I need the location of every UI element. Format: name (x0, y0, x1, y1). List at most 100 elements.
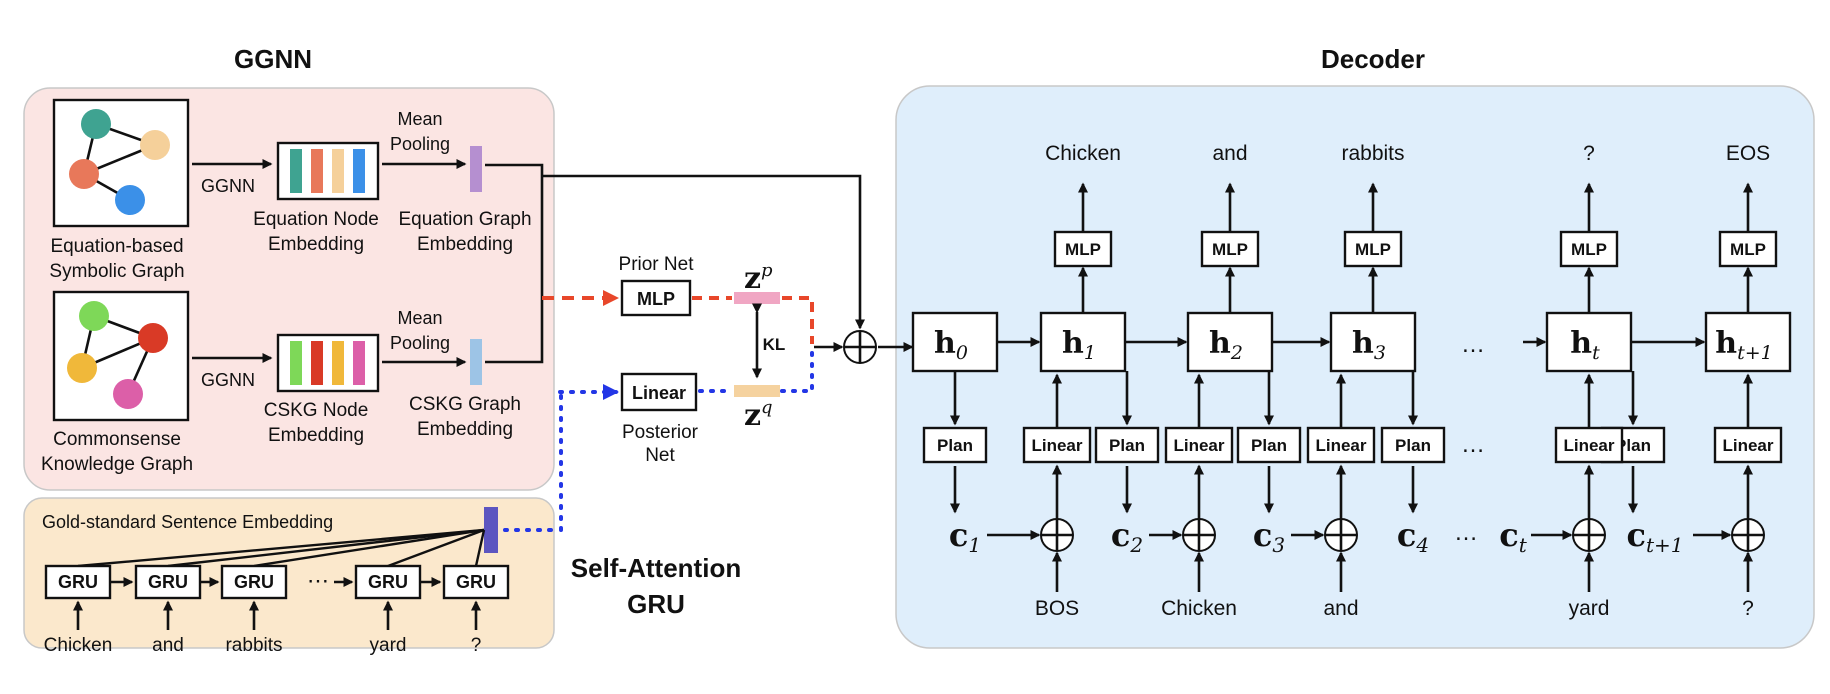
graph-node (79, 301, 109, 331)
gru-cell-5-label: GRU (456, 572, 496, 592)
gru-cell-1-label: GRU (58, 572, 98, 592)
gru-input-word: ? (471, 635, 482, 656)
commonsense-knowledge-graph (52, 290, 190, 422)
hidden-state-label: h0 (934, 326, 968, 364)
output-mlp-label: MLP (1212, 240, 1248, 259)
graph-node (140, 130, 170, 160)
zq-embedding (734, 385, 780, 397)
hidden-state-label: ht (1570, 326, 1600, 364)
input-token: yard (1569, 597, 1610, 620)
decoder-title: Decoder (1321, 44, 1425, 74)
plan-box-box (1380, 426, 1446, 464)
linear-box-box (1306, 426, 1376, 464)
linear-box-box (1164, 426, 1234, 464)
graph-node (67, 353, 97, 383)
gru-input-word: yard (370, 635, 407, 656)
output-mlp-box (1200, 230, 1260, 268)
context-ellipsis: … (1454, 519, 1478, 546)
output-mlp-label: MLP (1571, 240, 1607, 259)
output-mlp-label: MLP (1355, 240, 1391, 259)
graph-node (138, 323, 168, 353)
attention-lines (77, 528, 486, 568)
hidden-state-box (1704, 311, 1792, 373)
combine-oplus-dec (1731, 518, 1765, 552)
linear-box-box (1022, 426, 1092, 464)
combine-oplus (843, 330, 877, 364)
equation-graph-label: Equation-based (50, 236, 183, 257)
hidden-state-box (1329, 311, 1417, 373)
cskg-graph-embedding (470, 339, 482, 385)
posterior-linear-box (620, 372, 698, 412)
context-label: c3 (1253, 516, 1285, 557)
output-token: rabbits (1341, 142, 1404, 165)
combine-oplus-dec (1040, 518, 1074, 552)
linear-box-box (1713, 426, 1783, 464)
cskg-node-label: CSKG Node (264, 400, 369, 421)
posterior-net-label: Posterior (622, 422, 699, 443)
combine-oplus-dec (1182, 518, 1216, 552)
equation-node-label-2: Embedding (268, 234, 364, 255)
gru-input-word: and (152, 635, 184, 656)
plan-box-label: Plan (1615, 436, 1651, 455)
input-token: Chicken (1161, 597, 1237, 620)
gru-cell-4-label: GRU (368, 572, 408, 592)
linear-box-label: Linear (1315, 436, 1366, 455)
zp-label: zp (744, 260, 773, 296)
commonsense-graph-label-2: Knowledge Graph (41, 454, 193, 475)
equation-node-label: Equation Node (253, 209, 379, 230)
gru-ellipsis: ⋯ (307, 568, 329, 593)
prior-net-label: Prior Net (619, 254, 695, 275)
cskg-node-embedding (276, 333, 380, 393)
graph-to-decoder-line (542, 174, 865, 330)
equation-graph-embedding (470, 146, 482, 192)
kl-label: KL (763, 335, 786, 354)
plan-box-box (1094, 426, 1160, 464)
gru-input-word: Chicken (44, 635, 113, 656)
input-token: ? (1742, 597, 1754, 620)
gru-cell-3-box (220, 564, 288, 600)
cskg-node-label-2: Embedding (268, 425, 364, 446)
plan-box-0-box (922, 426, 988, 464)
plan-box-label: Plan (1251, 436, 1287, 455)
input-token: BOS (1035, 597, 1079, 620)
gru-input-word: rabbits (225, 635, 282, 656)
mean-pooling-label-3: Mean (397, 308, 442, 328)
self-attention-title: Self-Attention (571, 553, 741, 583)
hidden-state-label: h3 (1352, 326, 1386, 364)
commonsense-graph-label: Commonsense (53, 429, 181, 450)
zp-embedding (734, 292, 780, 304)
ggnn-arrow-label: GGNN (201, 176, 255, 196)
hidden-state-box (1039, 311, 1127, 373)
output-token: Chicken (1045, 142, 1121, 165)
context-label: ct (1499, 516, 1527, 557)
graph-node (69, 159, 99, 189)
hidden-state-label: h2 (1209, 326, 1243, 364)
combine-oplus-dec (1324, 518, 1358, 552)
equation-graph-emb-label-2: Embedding (417, 234, 513, 255)
context-label: c4 (1397, 516, 1429, 557)
plan-box-box (1236, 426, 1302, 464)
linear-box-label: Linear (1722, 436, 1773, 455)
decoder-ellipsis: … (1461, 331, 1485, 358)
equation-node-embedding (276, 141, 380, 201)
mean-pooling-label-2: Pooling (390, 134, 450, 154)
gru-cell-5-box (442, 564, 510, 600)
hidden-state-label: h1 (1062, 326, 1096, 364)
ggnn-title: GGNN (234, 44, 312, 74)
gru-cell-2-label: GRU (148, 572, 188, 592)
output-mlp-label: MLP (1065, 240, 1101, 259)
output-token: and (1212, 142, 1247, 165)
hidden-state-label: ht+1 (1715, 326, 1772, 364)
equation-graph-emb-label: Equation Graph (398, 209, 531, 230)
cskg-graph-emb-label: CSKG Graph (409, 394, 521, 415)
mean-pooling-label: Mean (397, 109, 442, 129)
context-label: ct+1 (1626, 516, 1683, 557)
self-attention-title-gru: GRU (627, 589, 685, 619)
plan-box-label: Plan (1395, 436, 1431, 455)
equation-graph-label-2: Symbolic Graph (49, 261, 184, 282)
plan-box-0-label: Plan (937, 436, 973, 455)
context-label: c2 (1111, 516, 1143, 557)
cskg-graph-emb-label-2: Embedding (417, 419, 513, 440)
